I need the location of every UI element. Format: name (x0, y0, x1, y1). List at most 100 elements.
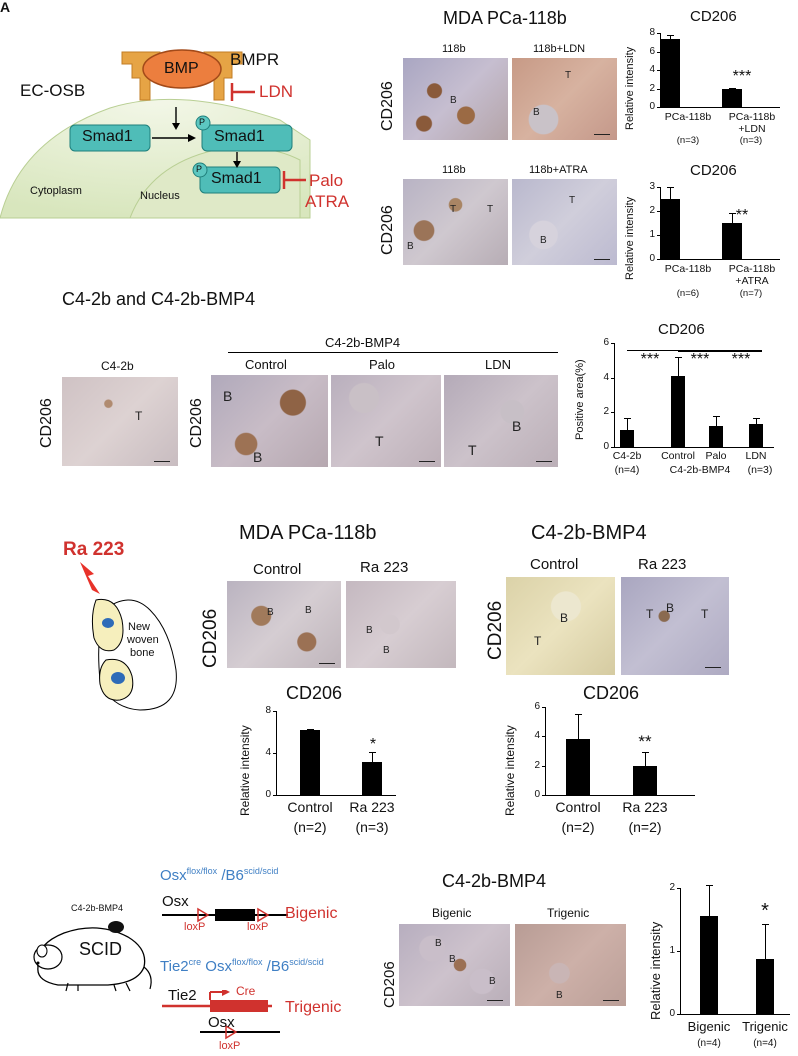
y-tick (611, 447, 614, 448)
bigenic-label: Bigenic (285, 905, 338, 922)
bigenic-loxp-1: loxP (184, 921, 206, 933)
bar (660, 199, 680, 259)
genotype-sup: scid/scid (243, 866, 279, 876)
tissue-mark: B (366, 625, 373, 636)
tissue-mark: B (489, 976, 496, 987)
error-bar (627, 417, 628, 442)
mouse-tumor-tag: C4-2b-BMP4 (71, 903, 124, 913)
y-tick (657, 107, 660, 108)
genotype-tie2: Tie2 (160, 958, 189, 975)
x-axis (660, 259, 780, 260)
y-tick-label: 4 (603, 371, 609, 383)
tissue-mark: B (540, 235, 547, 246)
micrograph-bigenic: B B B (399, 924, 510, 1006)
n-label: (n=4) (697, 1038, 721, 1049)
tissue-mark: B (253, 449, 263, 465)
nucleus-label: Nucleus (140, 190, 180, 202)
error-cap (642, 752, 649, 754)
c42b-palo-label: Palo (369, 357, 396, 372)
bottom-stain-label: CD206 (381, 961, 398, 1008)
tissue-mark: T (646, 607, 654, 621)
error-cap (675, 356, 682, 358)
bone-text-1: New (128, 621, 151, 633)
bar (722, 89, 742, 107)
x-axis (545, 795, 695, 796)
tissue-mark: T (701, 607, 709, 621)
y-tick-label: 6 (603, 337, 609, 348)
y-axis (680, 888, 681, 1014)
palo-label: Palo (309, 171, 344, 190)
y-tick-label: 2 (649, 82, 655, 94)
bigenic-loxp-2: loxP (247, 921, 269, 933)
y-tick (611, 377, 614, 379)
y-tick (657, 235, 660, 236)
error-bar (765, 923, 766, 994)
tissue-mark: B (556, 990, 563, 1001)
y-tick-label: 0 (534, 789, 540, 800)
genotype-mid: /B6 (217, 867, 244, 884)
error-bar (756, 417, 757, 432)
category-label: Control (661, 450, 695, 462)
bone-text-2: woven (127, 634, 159, 646)
genotype-sup: scid/scid (289, 957, 324, 967)
n-label: (n=2) (293, 819, 327, 835)
bottom-trigenic-img-label: Trigenic (547, 906, 590, 920)
group-label: C4-2b-BMP4 (669, 464, 731, 476)
tissue-mark: B (383, 645, 390, 656)
c42b-ldn-label: LDN (485, 357, 512, 372)
error-bar (732, 213, 733, 233)
chart-title: CD206 (658, 321, 705, 338)
tissue-mark: T (135, 409, 143, 423)
category-label: Bigenic (687, 1019, 731, 1034)
error-cap (713, 415, 720, 417)
bar (700, 916, 718, 1014)
bigenic-osx-label: Osx (162, 893, 189, 910)
ldn-label: LDN (259, 82, 294, 101)
y-axis (545, 707, 546, 795)
y-tick (542, 765, 545, 767)
micrograph-c42b: T (62, 377, 178, 466)
y-tick (611, 343, 614, 344)
category-label: Control (287, 799, 333, 815)
y-tick-label: 1 (649, 229, 655, 240)
mda-row1-img1-label: 118b (442, 43, 466, 55)
y-axis (614, 343, 615, 447)
y-tick (657, 51, 660, 53)
tissue-mark: B (666, 601, 675, 615)
category-label: C4-2b (612, 450, 642, 462)
category-label: Ra 223 (622, 799, 668, 815)
category-label: PCa-118b+ATRA (728, 263, 776, 287)
c42b-stain-label: CD206 (38, 398, 55, 448)
c42b-control-label: Control (245, 357, 287, 372)
micrograph-118b-atra: T B (512, 179, 617, 265)
error-bar (310, 728, 311, 731)
radium-bmp4-stain-label: CD206 (485, 600, 506, 660)
chart-title: CD206 (583, 683, 640, 703)
mda-row1-stain-label: CD206 (379, 81, 396, 131)
error-cap (729, 87, 736, 89)
panel-letter: A (0, 0, 11, 15)
category-label: PCa-118b+LDN (728, 111, 776, 135)
error-bar (709, 884, 710, 948)
tissue-mark: T (468, 442, 477, 458)
y-tick-label: 3 (649, 181, 655, 192)
tissue-mark: B (450, 95, 457, 106)
genotype-osx: Osx (160, 867, 187, 884)
significance-label: ** (638, 732, 652, 751)
n-label: (n=4) (753, 1038, 777, 1049)
trigenic-label: Trigenic (285, 999, 342, 1016)
bigenic-construct (162, 907, 288, 923)
significance-label: * (761, 900, 769, 922)
c42b-image-label: C4-2b (101, 359, 134, 373)
y-tick-label: 4 (534, 730, 540, 742)
significance-label: ** (735, 207, 749, 224)
tissue-mark: B (449, 954, 456, 965)
phospho-label-1: P (199, 117, 206, 127)
n-label: (n=4) (614, 464, 640, 476)
y-tick (273, 795, 276, 796)
